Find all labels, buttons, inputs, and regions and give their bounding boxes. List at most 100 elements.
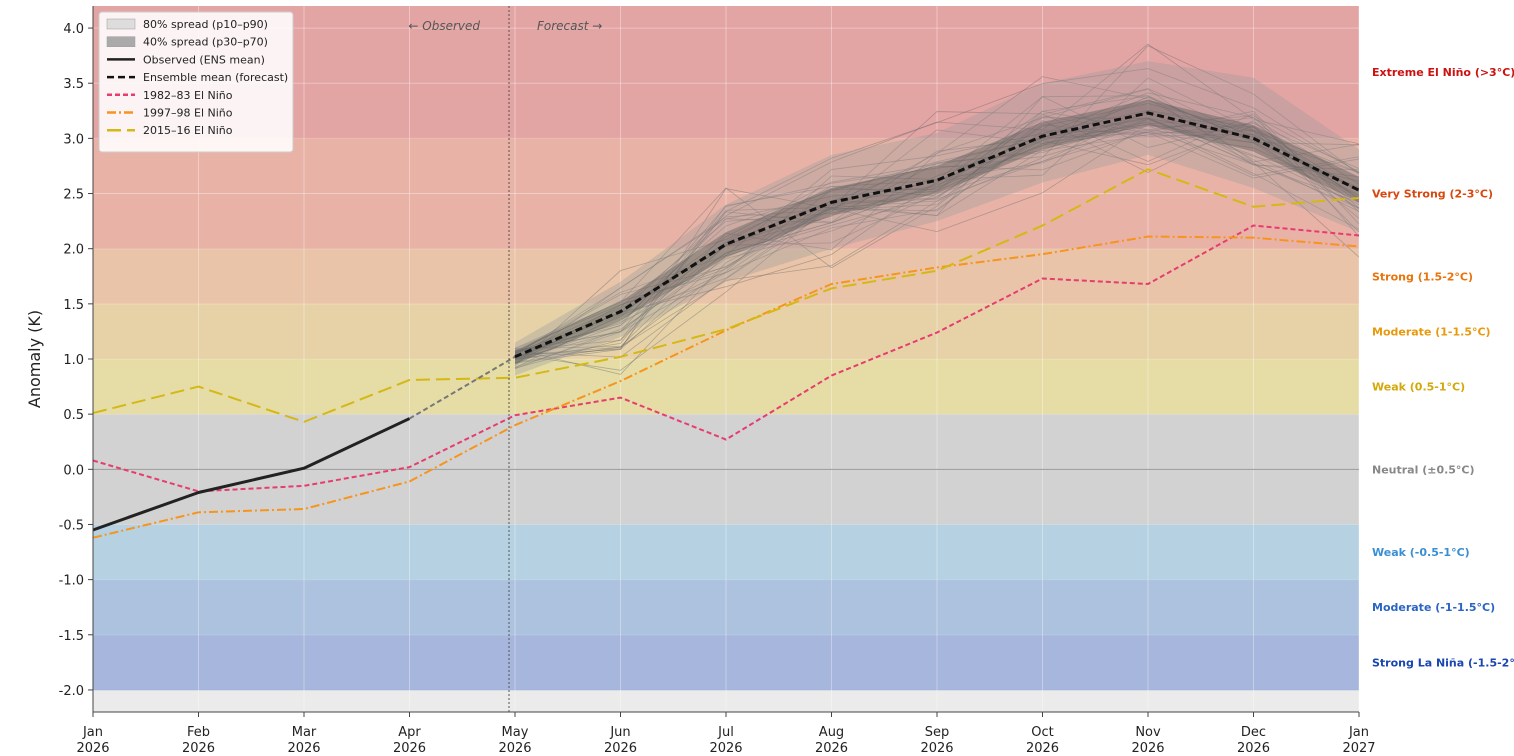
legend-label-0: 80% spread (p10–p90) xyxy=(143,18,268,31)
ensemble-spread xyxy=(515,61,1359,376)
ensemble-member-30 xyxy=(514,45,1360,363)
x-tick-month-3: Apr xyxy=(398,725,421,740)
x-tick-year-10: 2026 xyxy=(1131,741,1164,756)
series-lines xyxy=(92,111,1360,539)
forecast-annotation: Forecast → xyxy=(537,19,602,33)
x-tick-month-2: Mar xyxy=(292,725,317,740)
category-label-5: Neutral (±0.5°C) xyxy=(1372,463,1475,476)
ensemble-member-2 xyxy=(514,110,1360,364)
ensemble-member-12 xyxy=(514,110,1360,368)
x-tick-month-11: Dec xyxy=(1241,725,1266,740)
ensemble-member-19 xyxy=(514,111,1360,375)
band-0 xyxy=(93,6,1359,139)
ensemble-member-25 xyxy=(514,117,1360,356)
x-tick-year-0: 2026 xyxy=(76,741,109,756)
ensemble-member-27 xyxy=(514,76,1360,351)
y-tick-label-8: 0.0 xyxy=(63,463,84,478)
x-tick-month-12: Jan xyxy=(1348,725,1369,740)
category-label-1: Very Strong (2-3°C) xyxy=(1372,188,1493,201)
legend-label-4: 1982–83 El Niño xyxy=(143,89,233,102)
ensemble-member-28 xyxy=(514,109,1360,356)
x-tick-month-1: Feb xyxy=(187,725,210,740)
ensemble-member-0 xyxy=(514,77,1360,356)
legend[interactable]: 80% spread (p10–p90) 40% spread (p30–p70)… xyxy=(98,11,294,153)
y-tick-label-3: 2.5 xyxy=(63,188,84,203)
spread-80-band xyxy=(515,61,1359,376)
observed-annotation: ← Observed xyxy=(408,19,480,33)
ensemble-member-1 xyxy=(514,124,1360,353)
band-4 xyxy=(93,359,1359,415)
y-tick-label-6: 1.0 xyxy=(63,353,84,368)
ensemble-member-3 xyxy=(514,130,1360,364)
ensemble-members xyxy=(514,43,1360,375)
x-tick-year-11: 2026 xyxy=(1237,741,1270,756)
observed-forecast-bridge xyxy=(408,355,516,420)
ensemble-member-37 xyxy=(514,96,1360,360)
series-observed xyxy=(92,417,411,532)
ensemble-member-15 xyxy=(514,117,1360,362)
band-3 xyxy=(93,303,1359,359)
ensemble-member-16 xyxy=(514,95,1360,360)
y-tick-label-9: -0.5 xyxy=(59,518,84,533)
category-label-2: Strong (1.5-2°C) xyxy=(1372,270,1473,283)
ensemble-member-6 xyxy=(514,121,1360,364)
series-ensemble-mean xyxy=(514,111,1360,359)
series-1997-98-el-ni-o xyxy=(92,235,1360,539)
legend-label-6: 2015–16 El Niño xyxy=(143,124,233,137)
ensemble-member-24 xyxy=(514,125,1360,355)
y-tick-label-1: 3.5 xyxy=(63,77,84,92)
x-tick-year-1: 2026 xyxy=(182,741,215,756)
ensemble-member-32 xyxy=(514,125,1360,353)
x-tick-month-0: Jan xyxy=(82,725,103,740)
x-tick-month-6: Jul xyxy=(717,725,734,740)
category-label-6: Weak (-0.5-1°C) xyxy=(1372,546,1470,559)
x-tick-year-6: 2026 xyxy=(709,741,742,756)
category-label-8: Strong La Niña (-1.5-2°C) xyxy=(1372,656,1514,669)
legend-box xyxy=(98,11,294,153)
x-tick-year-5: 2026 xyxy=(604,741,637,756)
series-1982-83-el-ni-o xyxy=(92,224,1360,493)
band-6 xyxy=(93,524,1359,580)
y-tick-label-10: -1.0 xyxy=(59,574,84,589)
intensity-bands xyxy=(93,6,1359,691)
x-tick-month-4: May xyxy=(502,725,529,740)
x-axis: Jan2026Feb2026Mar2026Apr2026May2026Jun20… xyxy=(76,711,1376,756)
legend-label-1: 40% spread (p30–p70) xyxy=(143,36,268,49)
ensemble-member-39 xyxy=(514,95,1360,350)
ensemble-member-26 xyxy=(514,117,1360,355)
legend-swatch-1 xyxy=(106,36,136,47)
y-tick-label-2: 3.0 xyxy=(63,132,84,147)
category-label-3: Moderate (1-1.5°C) xyxy=(1372,325,1491,338)
x-tick-month-7: Aug xyxy=(819,725,844,740)
ensemble-member-4 xyxy=(514,130,1360,361)
x-tick-year-7: 2026 xyxy=(815,741,848,756)
x-tick-year-4: 2026 xyxy=(498,741,531,756)
y-tick-label-7: 0.5 xyxy=(63,408,84,423)
y-tick-label-11: -1.5 xyxy=(59,629,84,644)
band-8 xyxy=(93,634,1359,690)
legend-label-5: 1997–98 El Niño xyxy=(143,107,233,120)
ensemble-member-14 xyxy=(514,124,1360,352)
x-tick-month-5: Jun xyxy=(609,725,630,740)
x-tick-month-9: Oct xyxy=(1031,725,1053,740)
ensemble-member-20 xyxy=(514,118,1360,357)
ensemble-member-11 xyxy=(514,92,1360,353)
ensemble-member-17 xyxy=(514,43,1360,361)
series-2015-16-el-ni-o xyxy=(92,168,1360,423)
ensemble-member-7 xyxy=(514,68,1360,369)
y-tick-label-5: 1.5 xyxy=(63,298,84,313)
category-label-4: Weak (0.5-1°C) xyxy=(1372,381,1465,394)
band-7 xyxy=(93,579,1359,635)
ensemble-member-29 xyxy=(514,96,1360,362)
ensemble-member-13 xyxy=(514,117,1360,364)
x-tick-month-8: Sep xyxy=(925,725,950,740)
ensemble-member-8 xyxy=(514,88,1360,370)
ensemble-member-38 xyxy=(514,95,1360,352)
y-tick-label-12: -2.0 xyxy=(59,684,84,699)
y-axis: 4.03.53.02.52.01.51.00.50.0-0.5-1.0-1.5-… xyxy=(59,6,94,712)
band-1 xyxy=(93,138,1359,249)
x-tick-year-9: 2026 xyxy=(1026,741,1059,756)
ensemble-member-18 xyxy=(514,88,1360,367)
ensemble-member-22 xyxy=(514,111,1360,371)
